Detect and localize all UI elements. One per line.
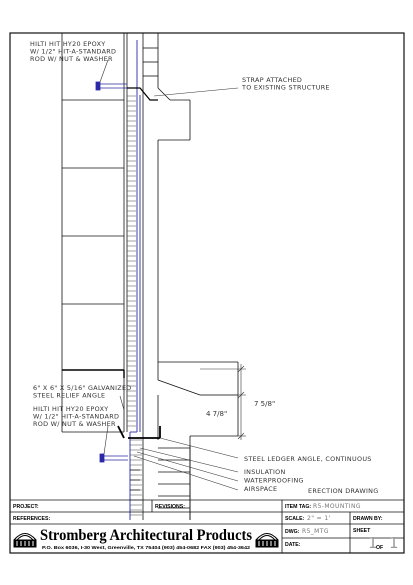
references-label: REFERENCES:	[13, 516, 50, 522]
sheet-total: 1	[389, 534, 399, 552]
top-anchor-note: HILTI HIT HY20 EPOXY W/ 1/2" HIT-A-STAND…	[30, 40, 119, 63]
scale-label: SCALE:	[285, 516, 305, 522]
waterproofing-line	[129, 40, 141, 520]
dimension-lines	[200, 364, 246, 440]
scale-value: 2" = 1'	[307, 515, 331, 522]
title-block	[10, 499, 404, 553]
strap-note: STRAP ATTACHED TO EXISTING STRUCTURE	[241, 76, 330, 92]
date-label: DATE:	[285, 542, 301, 548]
erection-drawing-label: ERECTION DRAWING	[308, 487, 378, 495]
layers-note: INSULATION WATERPROOFING AIRSPACE	[244, 468, 306, 493]
company-logo-icon-right	[255, 533, 279, 548]
company-name: Stromberg Architectural Products	[40, 527, 252, 544]
ledger-bolts	[130, 469, 140, 491]
bottom-anchor-note: HILTI HIT HY20 EPOXY W/ 1/2" HIT-A-STAND…	[33, 405, 122, 428]
dimension-lower: 4 7/8"	[206, 410, 227, 418]
steel-ledger-angle	[117, 425, 161, 439]
relief-angle-note: 6" X 6" X 5/16" GALVANIZED STEEL RELIEF …	[33, 384, 134, 400]
bottom-anchor-rod	[99, 453, 128, 463]
item-tag-label: ITEM TAG:	[285, 504, 311, 510]
sheet-border	[9, 32, 405, 554]
leader-lines	[99, 59, 239, 491]
dwg-value: R5_MTG	[302, 528, 329, 535]
top-anchor-rod	[95, 81, 127, 91]
dwg-label: DWG:	[285, 529, 300, 535]
sheet-number: 1	[368, 534, 378, 552]
existing-wall	[61, 33, 128, 433]
dimension-upper: 7 5/8"	[254, 400, 275, 408]
item-tag-value: R5-MOUNTING	[313, 503, 361, 510]
ledger-note: STEEL LEDGER ANGLE, CONTINUOUS	[244, 455, 372, 463]
strap	[127, 87, 158, 101]
sheet-of-label: OF	[376, 545, 383, 551]
detail-drawing	[61, 33, 246, 520]
revisions-label: REVISIONS:	[155, 504, 185, 510]
company-logo-icon-left	[13, 533, 37, 548]
sheet-label: SHEET	[353, 528, 371, 534]
project-label: PROJECT:	[13, 504, 39, 510]
drawn-by-label: DRAWN BY:	[353, 516, 383, 522]
company-address: P.O. Box 6036, I-30 West, Greenville, TX…	[42, 545, 250, 551]
relief-angle	[62, 369, 125, 378]
precast-panel	[142, 33, 239, 520]
insulation-hatch	[127, 95, 142, 516]
